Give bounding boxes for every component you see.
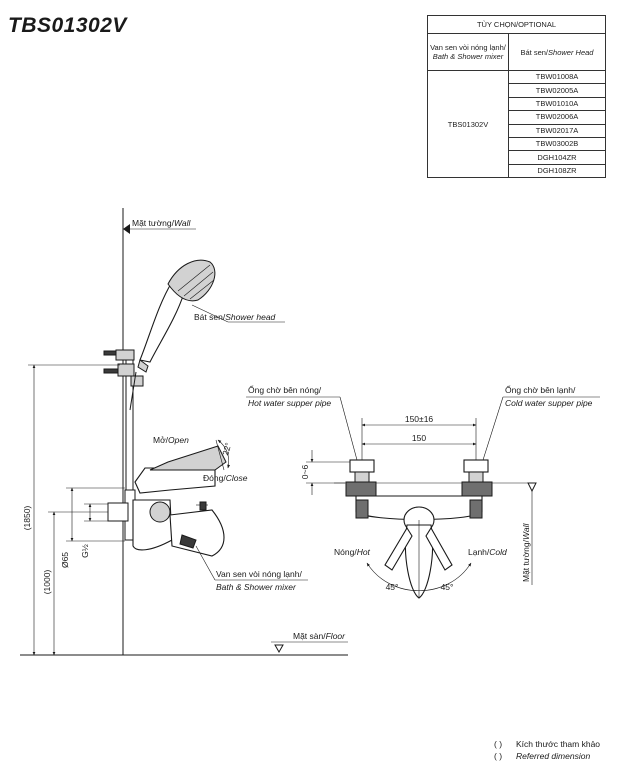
angle-45-right: 45° xyxy=(441,582,454,592)
front-lever-cold xyxy=(425,526,453,571)
cold-pipe-leader xyxy=(482,396,504,461)
showerhead-column-header-vi: Bát sen/ xyxy=(520,47,549,57)
open-label: Mở/Open xyxy=(153,435,189,445)
front-wall-marker-icon xyxy=(527,482,537,493)
showerhead-label: Bát sen/Shower head xyxy=(194,312,276,322)
wall-label: Mặt tường/Wall xyxy=(132,218,191,228)
bracket-lower xyxy=(117,363,135,377)
hot-pipe-label-vi: Ống chờ bên nóng/ xyxy=(248,384,322,395)
lever-handle xyxy=(134,467,216,494)
reference-note: ( ) Kích thước tham khảo ( ) Referred dime… xyxy=(494,738,600,762)
lever-open xyxy=(149,445,227,471)
cold-label: Lạnh/Cold xyxy=(468,547,507,557)
mixer-column-header-vi: Van sen vòi nóng lạnh/ xyxy=(430,43,506,52)
model-title: TBS01302V xyxy=(8,14,127,37)
holder-block xyxy=(130,375,144,387)
front-lever-hot xyxy=(384,526,413,571)
cold-union-top xyxy=(463,459,489,473)
diverter-knob xyxy=(149,501,171,523)
mixer-label-en: Bath & Shower mixer xyxy=(216,582,297,592)
open-angle-arc xyxy=(217,439,231,469)
reference-note-en-line: ( ) Referred dimension xyxy=(494,750,600,762)
showerhead-part-cell: TBW01008A xyxy=(508,69,606,85)
options-table: TÙY CHỌN/OPTIONAL Van sen vòi nóng lạnh/… xyxy=(427,15,606,179)
wall-marker-icon xyxy=(123,224,130,234)
reference-note-vi-line: ( ) Kích thước tham khảo xyxy=(494,738,600,750)
reference-note-en: Referred dimension xyxy=(516,751,591,761)
dim-1850: (1850) xyxy=(22,506,32,531)
cold-union-nut xyxy=(468,471,484,483)
dim-1000: (1000) xyxy=(42,570,52,595)
floor-marker-icon xyxy=(274,644,284,654)
cold-pipe-label-en: Cold water supper pipe xyxy=(505,398,593,408)
showerhead-leader xyxy=(191,304,229,323)
dim-150-16: 150±16 xyxy=(405,414,434,424)
cold-pipe-label-vi: Ống chờ bên lạnh/ xyxy=(505,384,576,395)
reference-note-paren: ( ) xyxy=(494,739,503,749)
bracket-upper xyxy=(115,349,135,361)
showerhead-part-cell: DGH108ZR xyxy=(508,163,606,179)
dim-150: 150 xyxy=(412,433,426,443)
floor-label: Mặt sàn/Floor xyxy=(293,631,346,641)
angle-45-left: 45° xyxy=(386,582,399,592)
hot-pipe-label-en: Hot water supper pipe xyxy=(248,398,331,408)
open-angle-ref xyxy=(215,439,225,471)
front-end-cap-right xyxy=(469,499,483,519)
diverter-cap xyxy=(199,501,207,511)
showerhead-part-cell: TBW02006A xyxy=(508,110,606,125)
dim-d65: Ø65 xyxy=(60,552,70,568)
mixer-column-header-en: Bath & Shower mixer xyxy=(432,52,504,61)
showerhead-part-cell: TBW01010A xyxy=(508,96,606,112)
dim-0-6: 0~6 xyxy=(300,465,310,480)
hot-pipe-leader xyxy=(339,396,358,461)
mixer-leader xyxy=(195,545,216,581)
angle-22-label: 22° xyxy=(220,442,233,457)
close-label: Đóng/Close xyxy=(203,473,248,483)
showerhead-part-cell: TBW02005A xyxy=(508,83,606,98)
hand-shower xyxy=(137,259,216,373)
hot-label: Nóng/Hot xyxy=(334,547,371,557)
hot-union-top xyxy=(349,459,375,473)
side-view: Mặt tường/Wall Mặt sàn/Floor Bát sen/Sho… xyxy=(20,208,348,656)
mixer-label-vi: Van sen vòi nóng lạnh/ xyxy=(216,569,302,579)
bracket-screw-lower xyxy=(103,368,119,374)
front-end-cap-left xyxy=(355,499,369,519)
spout-outlet xyxy=(179,534,197,549)
bracket-screw-upper xyxy=(103,350,117,356)
reference-note-vi: Kích thước tham khảo xyxy=(516,739,601,749)
hose xyxy=(129,371,137,411)
inlet-pipe xyxy=(107,502,129,522)
front-wall-label: Mặt tường/Wall xyxy=(521,523,531,582)
hot-flange xyxy=(345,481,377,497)
cold-flange xyxy=(461,481,493,497)
mixer-model-cell: TBS01302V xyxy=(427,69,509,179)
showerhead-column-header-en: Shower Head xyxy=(548,47,594,57)
front-view: Ống chờ bên nóng/ Hot water supper pipe … xyxy=(246,384,600,599)
reference-note-paren-2: ( ) xyxy=(494,751,503,761)
showerhead-column-header: Bát sen/Shower Head xyxy=(508,33,606,71)
spout xyxy=(169,509,225,557)
hot-union-nut xyxy=(354,471,370,483)
dim-g12: G½ xyxy=(80,544,90,558)
